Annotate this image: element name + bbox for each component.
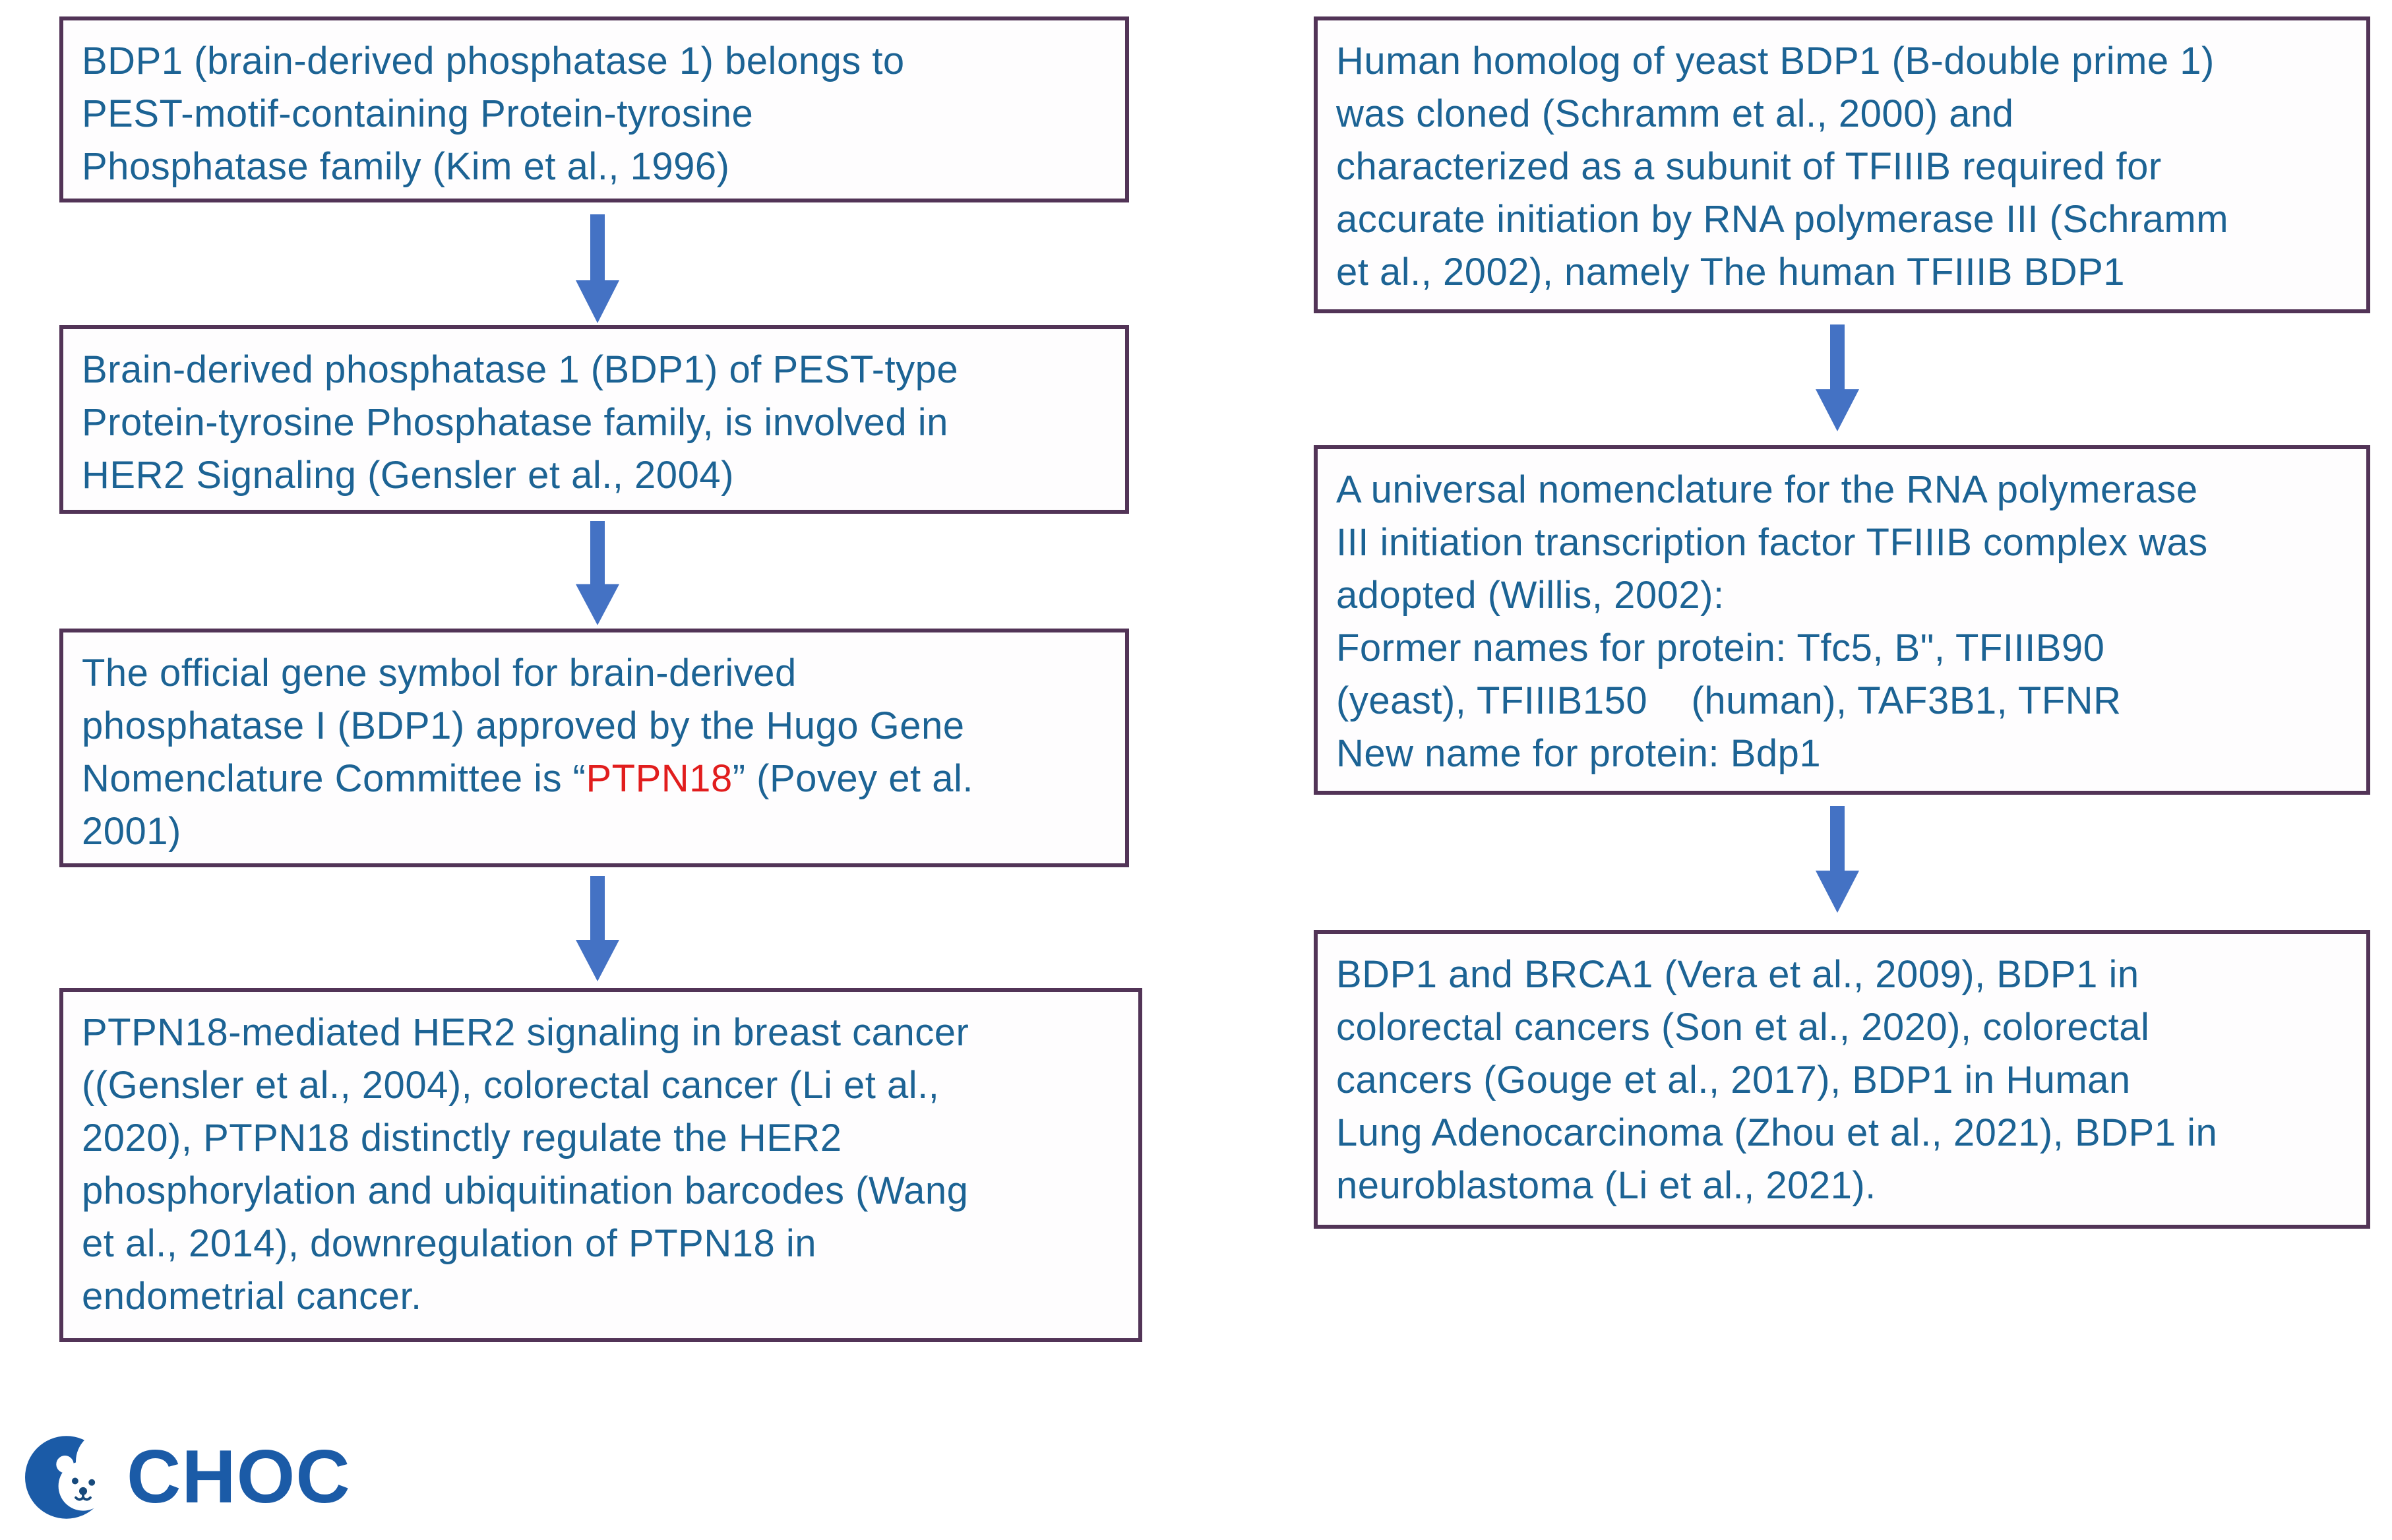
down-arrow-icon: [576, 876, 619, 981]
flow-box-bdp1-family: BDP1 (brain-derived phosphatase 1) belon…: [59, 16, 1129, 202]
down-arrow: [575, 876, 620, 981]
flow-box-text: BDP1 and BRCA1 (Vera et al., 2009), BDP1…: [1336, 953, 2218, 1207]
flow-box-human-homolog: Human homolog of yeast BDP1 (B-double pr…: [1314, 16, 2370, 313]
down-arrow: [1815, 806, 1860, 913]
down-arrow: [1815, 324, 1860, 431]
down-arrow: [575, 214, 620, 323]
flow-box-gene-symbol: The official gene symbol for brain-deriv…: [59, 629, 1129, 867]
down-arrow-icon: [1816, 806, 1859, 913]
flow-box-text: Brain-derived phosphatase 1 (BDP1) of PE…: [82, 348, 959, 497]
flow-box-text: PTPN18-mediated HER2 signaling in breast…: [82, 1011, 969, 1318]
choc-logo-text: CHOC: [127, 1435, 351, 1519]
flow-box-bdp1-cancers: BDP1 and BRCA1 (Vera et al., 2009), BDP1…: [1314, 930, 2370, 1229]
flow-box-nomenclature: A universal nomenclature for the RNA pol…: [1314, 445, 2370, 795]
down-arrow-icon: [576, 214, 619, 323]
flow-box-text: The official gene symbol for brain-deriv…: [82, 652, 965, 800]
choc-bear-moon-icon: [25, 1434, 112, 1519]
gene-symbol-highlight: PTPN18: [586, 757, 733, 800]
flow-box-text: Human homolog of yeast BDP1 (B-double pr…: [1336, 40, 2229, 293]
down-arrow-icon: [1816, 324, 1859, 431]
choc-logo: CHOC: [25, 1431, 351, 1524]
flow-box-her2-signaling: Brain-derived phosphatase 1 (BDP1) of PE…: [59, 325, 1129, 514]
down-arrow-icon: [576, 521, 619, 625]
flow-box-ptpn18-cancers: PTPN18-mediated HER2 signaling in breast…: [59, 988, 1142, 1342]
down-arrow: [575, 521, 620, 625]
flow-box-text: A universal nomenclature for the RNA pol…: [1336, 468, 2208, 775]
flow-box-text: BDP1 (brain-derived phosphatase 1) belon…: [82, 40, 905, 188]
flow-box-text: ” (Povey et al. 2001): [82, 757, 974, 853]
